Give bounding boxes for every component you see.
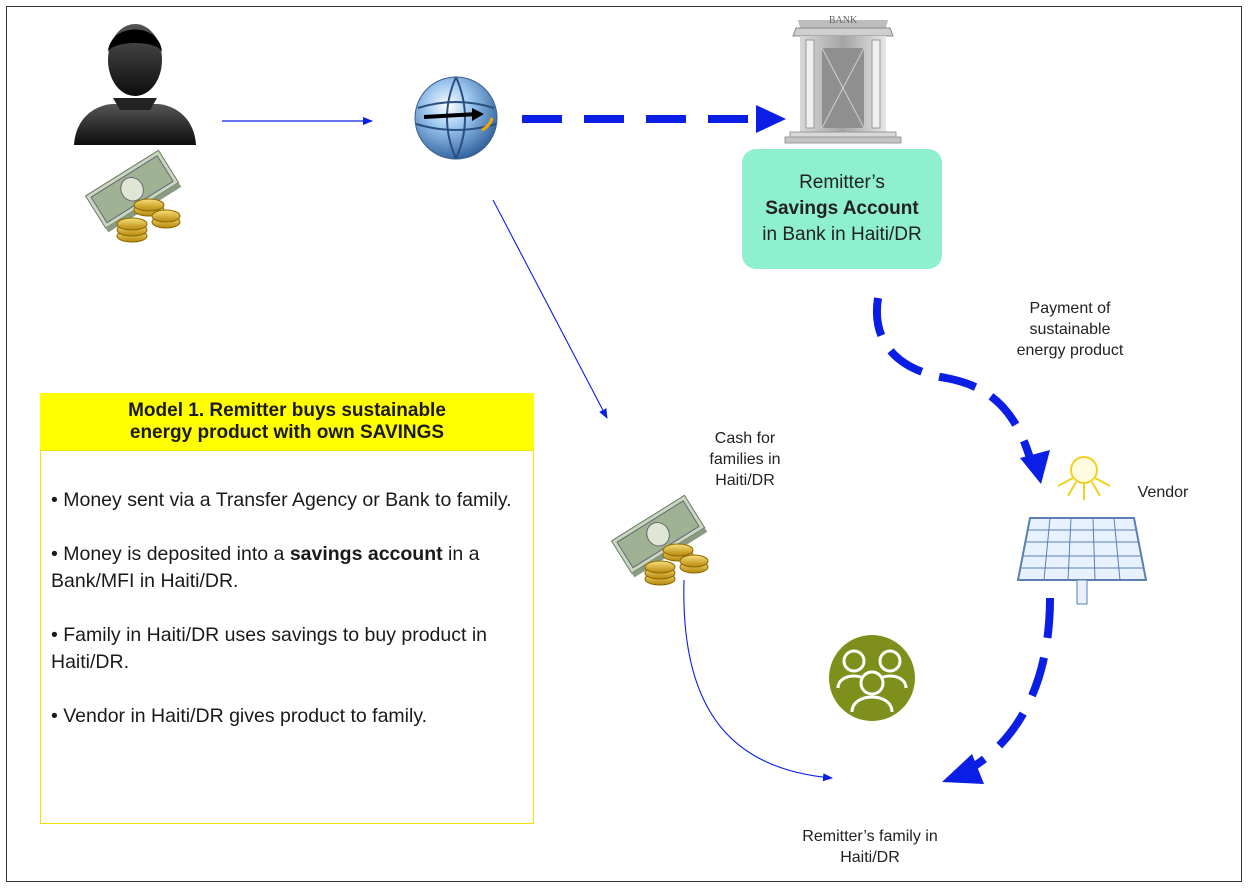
- bank-sign: BANK: [829, 15, 858, 26]
- flow-arrow-cash-to-family: [683, 579, 833, 782]
- model-title: Model 1. Remitter buys sustainable energ…: [40, 393, 534, 450]
- bullet-item: • Vendor in Haiti/DR gives product to fa…: [51, 705, 428, 727]
- slide-frame: [6, 6, 1242, 882]
- flow-arrowhead-vendor-to-family: [942, 754, 984, 784]
- bank-building-icon: BANK: [784, 15, 902, 144]
- payment-label: Payment of sustainable energy product: [1016, 300, 1124, 359]
- savings-line-2: Savings Account: [765, 198, 919, 219]
- flow-arrowhead-globe-to-bank: [756, 105, 786, 133]
- bullet-item: • Family in Haiti/DR uses savings to buy…: [51, 624, 487, 673]
- cash-label: Cash for families in Haiti/DR: [709, 430, 781, 489]
- bullet-item: • Money sent via a Transfer Agency or Ba…: [51, 489, 512, 511]
- flow-arrow-globe-to-cash: [492, 199, 608, 419]
- family-label: Remitter’s family in Haiti/DR: [802, 828, 938, 866]
- solar-panel-icon: [1016, 456, 1148, 605]
- flow-arrow-savings-to-vendor: [872, 297, 1034, 460]
- family-icon: [829, 635, 915, 721]
- globe-transfer-icon: [414, 76, 498, 160]
- bullet-item: • Money is deposited into a savings acco…: [51, 543, 480, 592]
- person-silhouette-icon: [74, 24, 196, 145]
- money-stack-icon: [84, 149, 182, 243]
- vendor-label: Vendor: [1137, 484, 1189, 501]
- flow-arrow-vendor-to-family: [965, 597, 1054, 774]
- savings-line-3: in Bank in Haiti/DR: [762, 224, 922, 245]
- flow-arrowhead-savings-to-vendor: [1020, 450, 1050, 484]
- savings-account-box: Remitter’s Savings Account in Bank in Ha…: [742, 149, 942, 269]
- money-stack-icon: [610, 494, 709, 586]
- savings-line-1: Remitter’s: [799, 172, 885, 193]
- model-description-box: • Money sent via a Transfer Agency or Ba…: [40, 450, 534, 824]
